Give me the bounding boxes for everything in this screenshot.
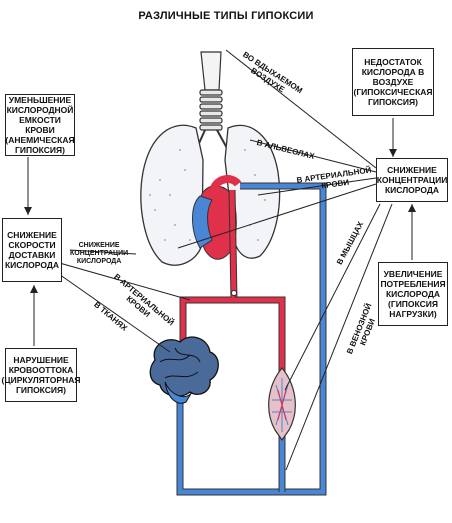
box-line: УВЕЛИЧЕНИЕ [383, 269, 443, 279]
box-line: ГИПОКСИЯ) [368, 97, 418, 107]
circulatory-hypoxia-box: НАРУШЕНИЕ КРОВООТТОКА (ЦИРКУЛЯТОРНАЯ ГИП… [2, 348, 80, 402]
box-line: НАРУШЕНИЕ [13, 355, 69, 365]
heart [192, 175, 242, 260]
box-line: НАГРУЗКИ) [389, 309, 437, 319]
box-line: (ГИПОКСИЯ [388, 299, 438, 309]
anemic-hypoxia-box: УМЕНЬШЕНИЕ КИСЛОРОДНОЙ ЕМКОСТИ КРОВИ (АН… [5, 94, 75, 156]
box-line: ГИПОКСИЯ) [15, 145, 65, 155]
arrow-heads [24, 149, 416, 293]
box-line: ПОТРЕБЛЕНИЯ [380, 279, 446, 289]
diagram-title: РАЗЛИЧНЫЕ ТИПЫ ГИПОКСИИ [138, 10, 314, 22]
circulation-loop [176, 182, 327, 496]
box-line: КИСЛОРОДА [4, 260, 60, 270]
label-center-concentration: СНИЖЕНИЕ КОНЦЕНТРАЦИИ КИСЛОРОДА [70, 242, 128, 266]
trachea [195, 51, 229, 151]
box-line: КОНЦЕНТРАЦИИ [376, 175, 448, 185]
box-line: КИСЛОРОДА [385, 289, 441, 299]
box-line: СКОРОСТИ [8, 240, 56, 250]
box-line: ЕМКОСТИ КРОВИ [19, 115, 61, 135]
label-line: КОНЦЕНТРАЦИИ [70, 250, 129, 257]
delivery-speed-box: СНИЖЕНИЕ СКОРОСТИ ДОСТАВКИ КИСЛОРОДА [2, 218, 62, 282]
box-line: КРОВООТТОКА [8, 365, 74, 375]
connector-lines [27, 49, 413, 471]
box-line: СНИЖЕНИЕ [387, 165, 437, 175]
box-line: ДОСТАВКИ [8, 250, 56, 260]
box-line: (АНЕМИЧЕСКАЯ [5, 135, 75, 145]
box-line: (ЦИРКУЛЯТОРНАЯ [1, 375, 81, 385]
box-line: ГИПОКСИЯ) [16, 385, 66, 395]
oxygen-concentration-box: СНИЖЕНИЕ КОНЦЕНТРАЦИИ КИСЛОРОДА [376, 158, 448, 202]
load-hypoxia-box: УВЕЛИЧЕНИЕ ПОТРЕБЛЕНИЯ КИСЛОРОДА (ГИПОКС… [378, 262, 448, 326]
box-line: КИСЛОРОДА [384, 185, 440, 195]
box-line: (ГИПОКСИЧЕСКАЯ [353, 87, 433, 97]
muscle [268, 367, 296, 442]
box-line: УМЕНЬШЕНИЕ [8, 95, 72, 105]
brain [149, 336, 219, 404]
box-line: СНИЖЕНИЕ [7, 230, 57, 240]
box-line: НЕДОСТАТОК [364, 57, 422, 67]
box-line: КИСЛОРОДА В [361, 67, 425, 77]
label-line: КИСЛОРОДА [76, 258, 122, 265]
box-line: КИСЛОРОДНОЙ [6, 105, 74, 115]
hypoxic-hypoxia-box: НЕДОСТАТОК КИСЛОРОДА В ВОЗДУХЕ (ГИПОКСИЧ… [352, 48, 434, 116]
box-line: ВОЗДУХЕ [372, 77, 414, 87]
label-line: СНИЖЕНИЕ [78, 242, 120, 249]
lungs [140, 124, 281, 266]
